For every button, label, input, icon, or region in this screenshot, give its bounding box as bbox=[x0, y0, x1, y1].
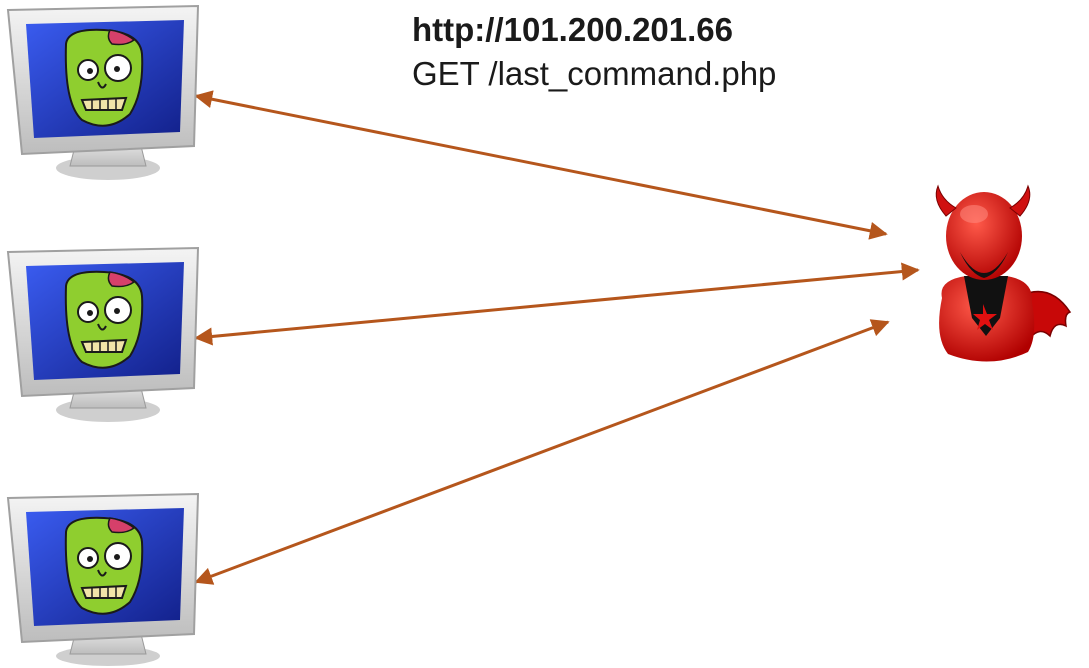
zombie-computer-2-icon bbox=[6, 246, 200, 422]
arrow-bot2-server bbox=[194, 262, 920, 346]
http-request-label: GET /last_command.php bbox=[412, 55, 777, 92]
caption: http://101.200.201.66 GET /last_command.… bbox=[412, 8, 776, 96]
zombie-computer-3-icon bbox=[6, 492, 200, 666]
arrow-bot3-server bbox=[194, 319, 890, 585]
arrow-bot1-server bbox=[194, 90, 888, 240]
cnc-url-label: http://101.200.201.66 bbox=[412, 11, 734, 48]
zombie-computer-1-icon bbox=[6, 4, 200, 180]
devil-server-icon bbox=[935, 184, 1072, 362]
